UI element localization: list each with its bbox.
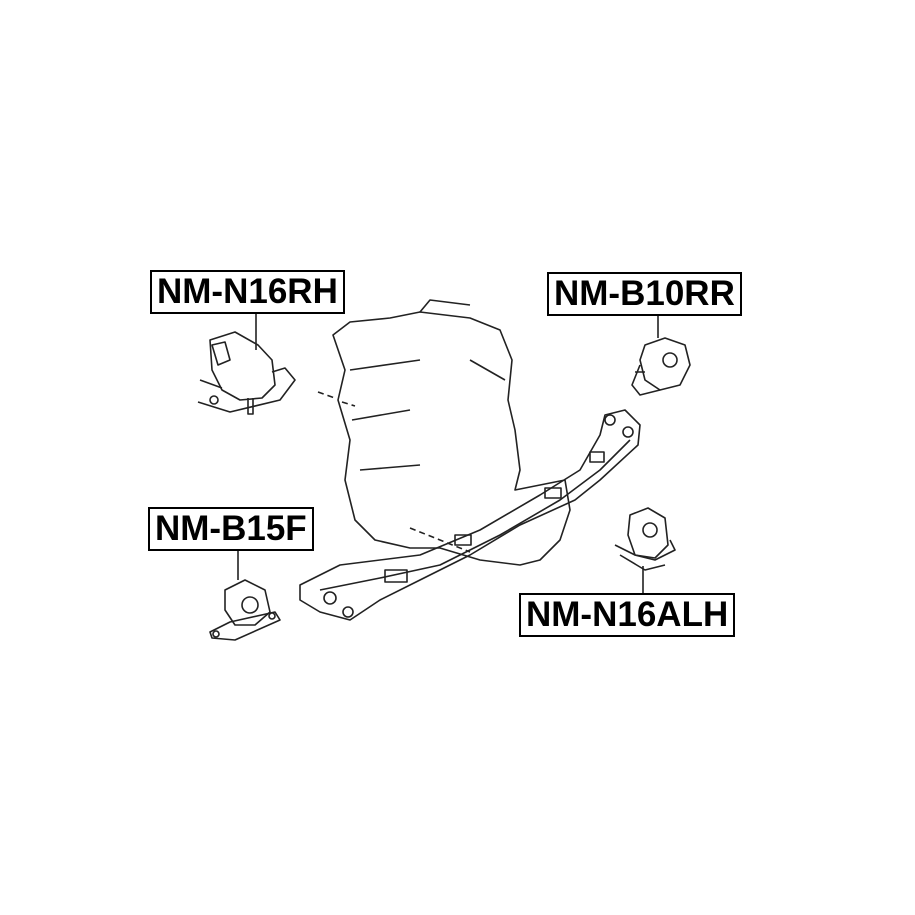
label-nm-n16alh: NM-N16ALH (519, 593, 736, 637)
mount-n16alh-drawing (614, 507, 676, 594)
mount-n16rh-drawing (197, 312, 296, 415)
label-nm-b15f: NM-B15F (148, 507, 314, 551)
label-nm-n16rh: NM-N16RH (150, 270, 345, 314)
mount-b10rr-drawing (631, 314, 691, 396)
mount-b15f-drawing (209, 548, 281, 641)
crossmember (299, 409, 641, 621)
engine-block (317, 299, 571, 566)
label-nm-b10rr: NM-B10RR (547, 272, 742, 316)
